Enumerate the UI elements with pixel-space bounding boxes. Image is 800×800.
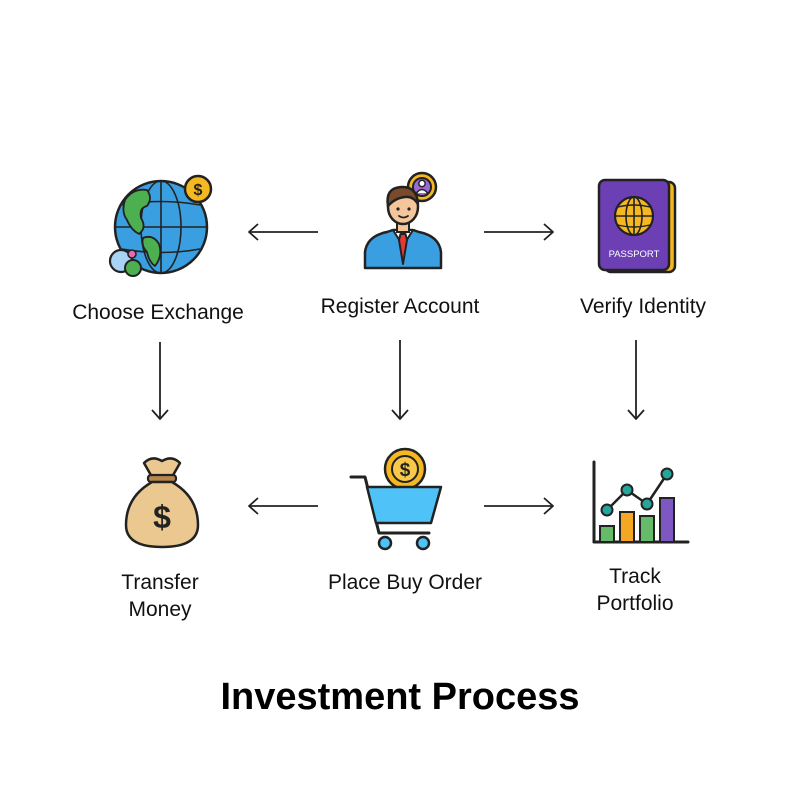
svg-text:$: $: [153, 499, 171, 535]
passport-badge-text: PASSPORT: [609, 249, 660, 260]
arrow-register-to-choose: [248, 223, 318, 241]
arrow-place-to-track: [484, 497, 554, 515]
shopping-cart-coin-icon: $: [349, 447, 443, 551]
arrow-register-to-verify: [484, 223, 554, 241]
step-label-register-account: Register Account: [320, 295, 480, 318]
businessman-icon: [363, 171, 443, 270]
svg-text:$: $: [400, 460, 411, 481]
page-title: Investment Process: [220, 676, 580, 718]
step-label-verify-identity: Verify Identity: [579, 295, 707, 318]
arrow-verify-to-track: [627, 340, 645, 420]
arrow-register-to-place: [391, 340, 409, 420]
step-label-choose-exchange: Choose Exchange: [72, 301, 244, 324]
passport-icon: PASSPORT: [597, 178, 677, 274]
step-label-place-buy-order: Place Buy Order: [327, 571, 483, 594]
arrow-choose-to-transfer: [151, 342, 169, 420]
money-bag-icon: $: [124, 457, 200, 549]
arrow-place-to-transfer: [248, 497, 318, 515]
globe-dollar-icon: $: [108, 174, 213, 277]
svg-text:$: $: [194, 182, 203, 199]
portfolio-chart-icon: [592, 460, 690, 544]
step-label-transfer-money: Transfer Money: [121, 571, 199, 621]
step-label-track-portfolio: Track Portfolio: [596, 565, 674, 615]
